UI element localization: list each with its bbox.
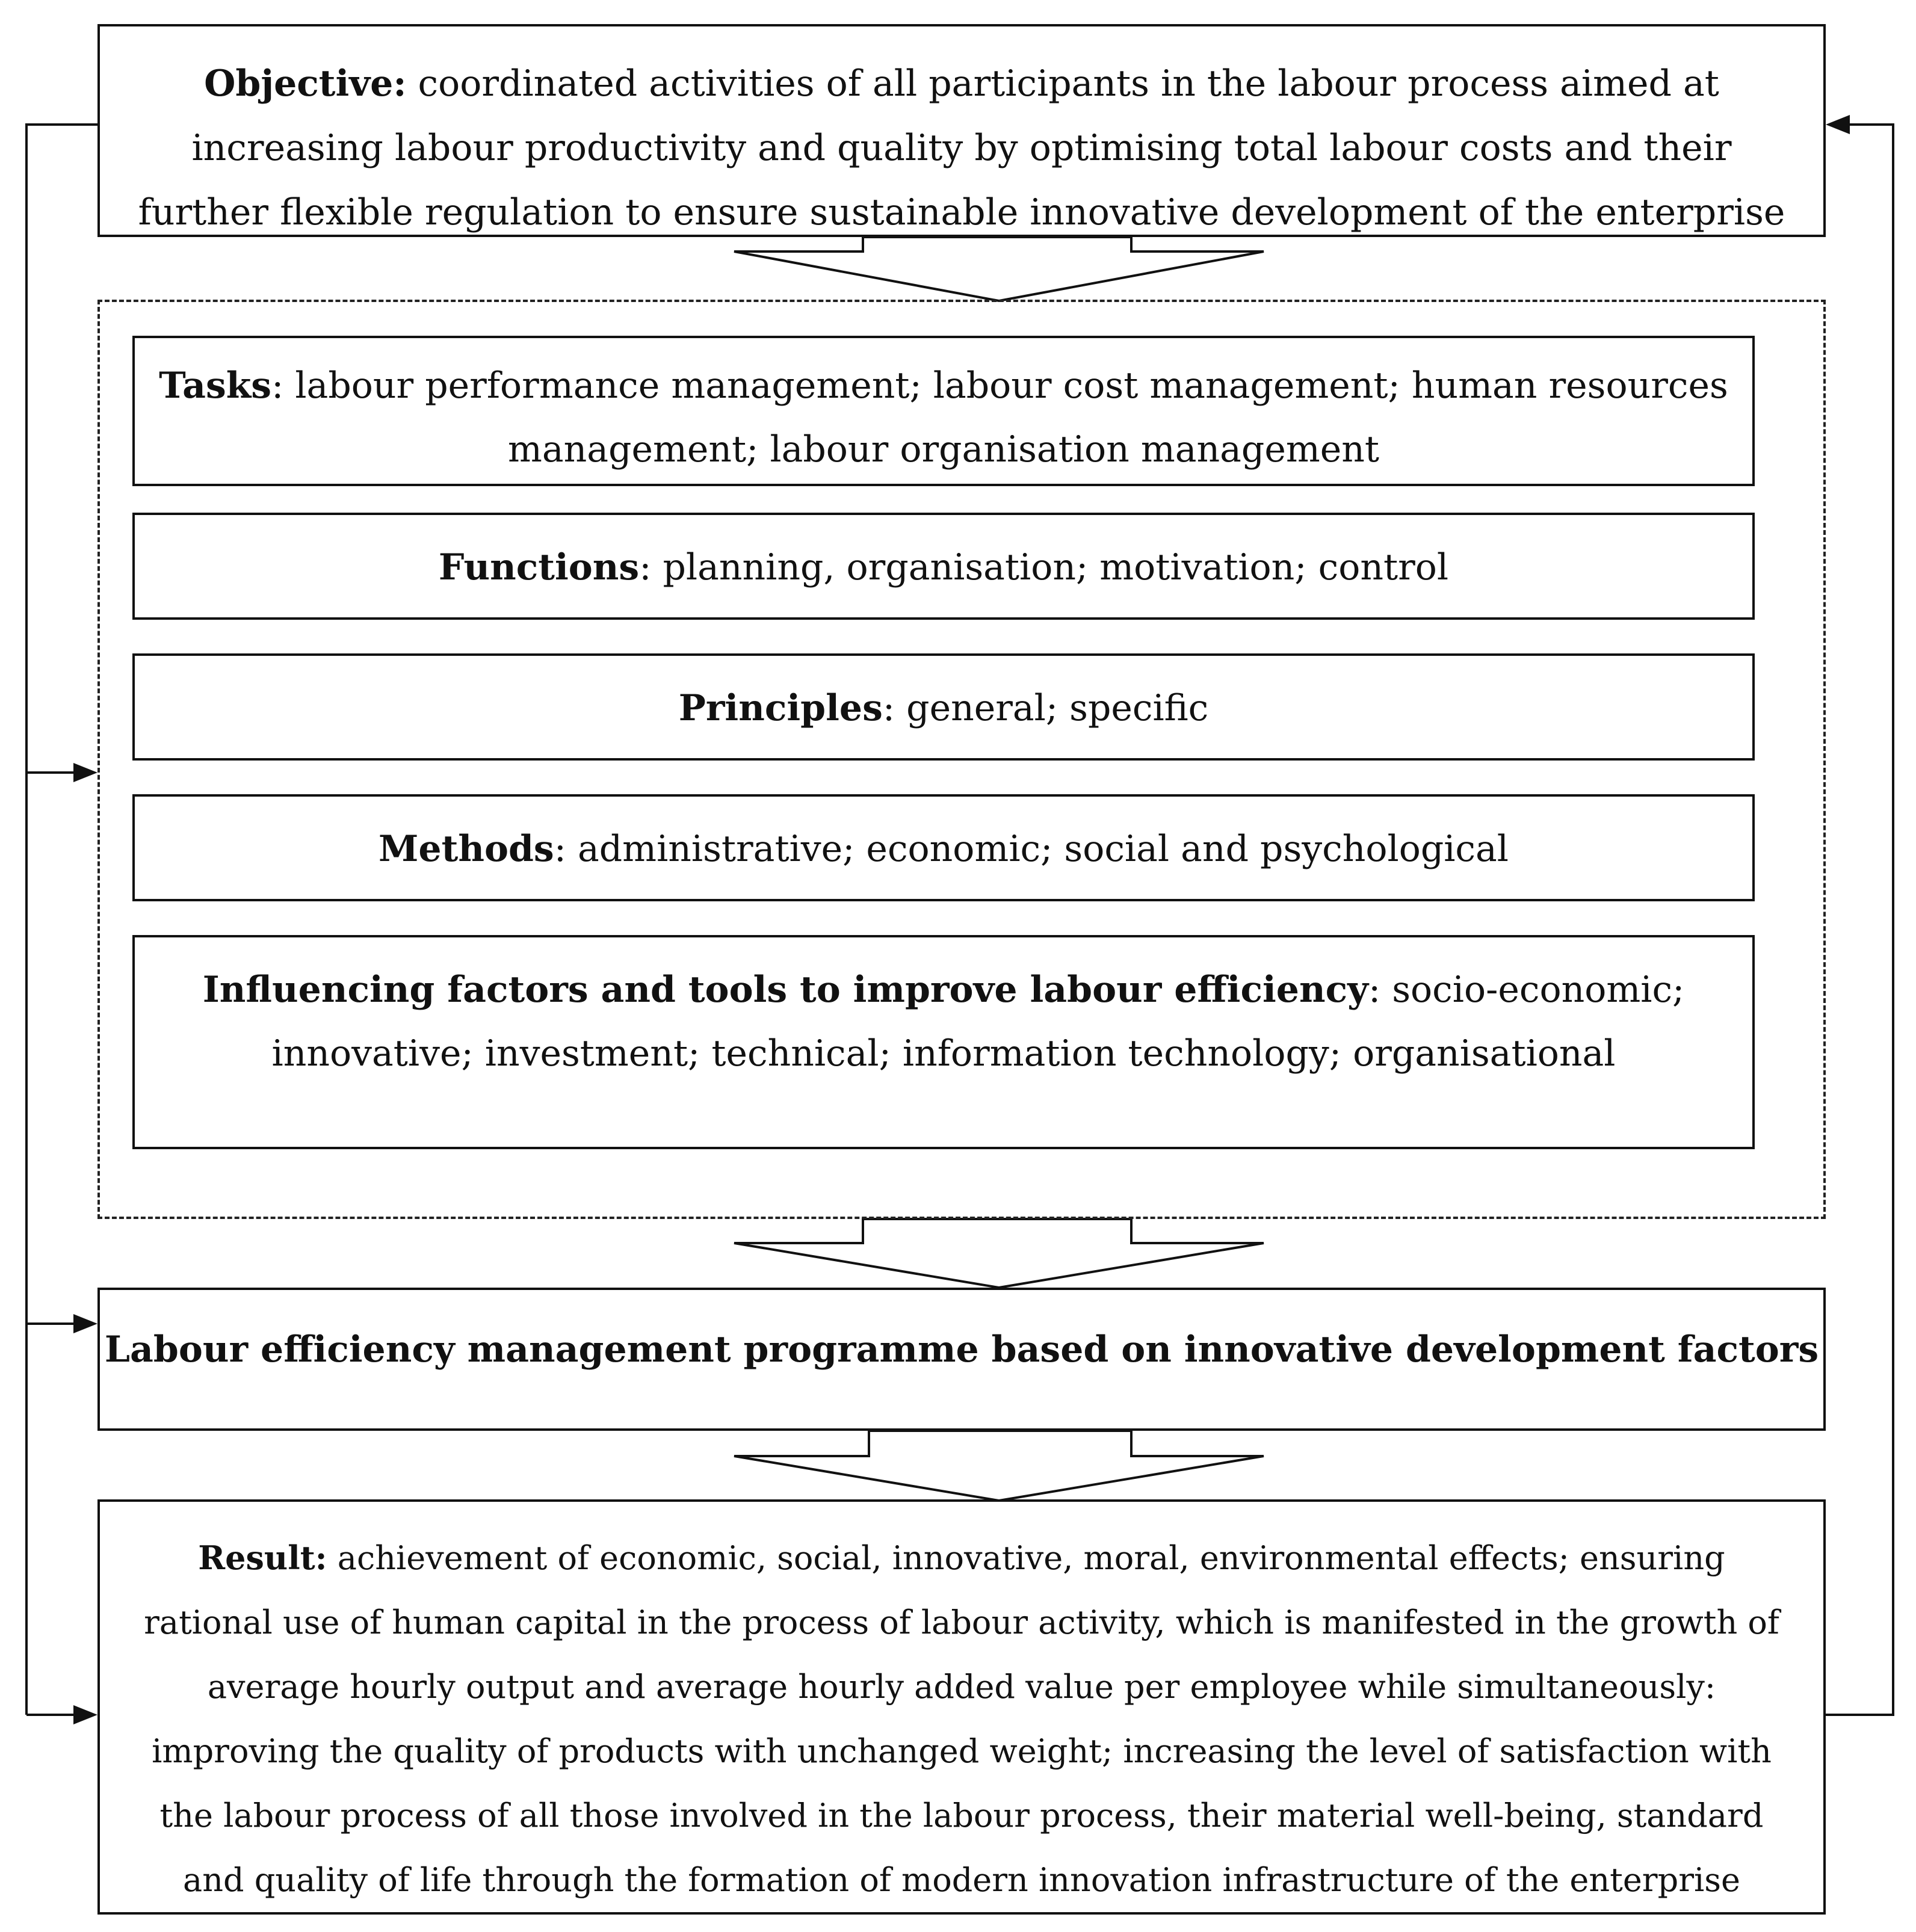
left-arrowhead-programme bbox=[73, 1314, 97, 1333]
result-box: Result: achievement of economic, social,… bbox=[97, 1499, 1826, 1915]
down-arrow-objective-to-inner bbox=[734, 236, 1264, 303]
methods-text: : administrative; economic; social and p… bbox=[554, 828, 1509, 870]
functions-box: Functions: planning, organisation; motiv… bbox=[132, 513, 1755, 620]
result-text: achievement of economic, social, innovat… bbox=[144, 1539, 1779, 1899]
principles-paragraph: Principles: general; specific bbox=[679, 676, 1209, 740]
down-arrow-programme-to-result bbox=[734, 1430, 1264, 1502]
objective-box: Objective: coordinated activities of all… bbox=[97, 24, 1826, 237]
objective-label: Objective: bbox=[204, 63, 407, 105]
factors-box: Influencing factors and tools to improve… bbox=[132, 935, 1755, 1149]
methods-box: Methods: administrative; economic; socia… bbox=[132, 794, 1755, 901]
factors-label: Influencing factors and tools to improve… bbox=[202, 969, 1368, 1011]
functions-label: Functions bbox=[438, 546, 640, 588]
programme-box: Labour efficiency management programme b… bbox=[97, 1288, 1826, 1431]
right-feedback-line bbox=[1826, 123, 1894, 1716]
methods-label: Methods bbox=[379, 828, 554, 870]
factors-paragraph: Influencing factors and tools to improve… bbox=[135, 958, 1752, 1085]
tasks-box: Tasks: labour performance management; la… bbox=[132, 336, 1755, 486]
left-arrowhead-result bbox=[73, 1705, 97, 1724]
principles-label: Principles bbox=[678, 687, 883, 729]
objective-text: coordinated activities of all participan… bbox=[138, 63, 1785, 233]
functions-paragraph: Functions: planning, organisation; motiv… bbox=[439, 535, 1448, 599]
functions-text: : planning, organisation; motivation; co… bbox=[639, 546, 1449, 588]
principles-text: : general; specific bbox=[882, 687, 1209, 729]
result-label: Result: bbox=[198, 1539, 327, 1577]
programme-text: Labour efficiency management programme b… bbox=[104, 1329, 1819, 1371]
methods-paragraph: Methods: administrative; economic; socia… bbox=[379, 817, 1509, 881]
objective-paragraph: Objective: coordinated activities of all… bbox=[136, 52, 1787, 245]
result-paragraph: Result: achievement of economic, social,… bbox=[130, 1526, 1793, 1912]
down-arrow-inner-to-programme bbox=[734, 1218, 1264, 1289]
tasks-text: : labour performance management; labour … bbox=[271, 365, 1728, 471]
left-arrowhead-inner bbox=[73, 763, 97, 782]
management-components-group bbox=[97, 300, 1826, 1219]
factors-text: : socio-economic; innovative; investment… bbox=[271, 969, 1685, 1075]
right-arrowhead-objective bbox=[1826, 115, 1850, 134]
tasks-paragraph: Tasks: labour performance management; la… bbox=[135, 354, 1752, 481]
tasks-label: Tasks bbox=[159, 365, 272, 407]
left-feedback-line bbox=[25, 123, 97, 1715]
principles-box: Principles: general; specific bbox=[132, 653, 1755, 761]
